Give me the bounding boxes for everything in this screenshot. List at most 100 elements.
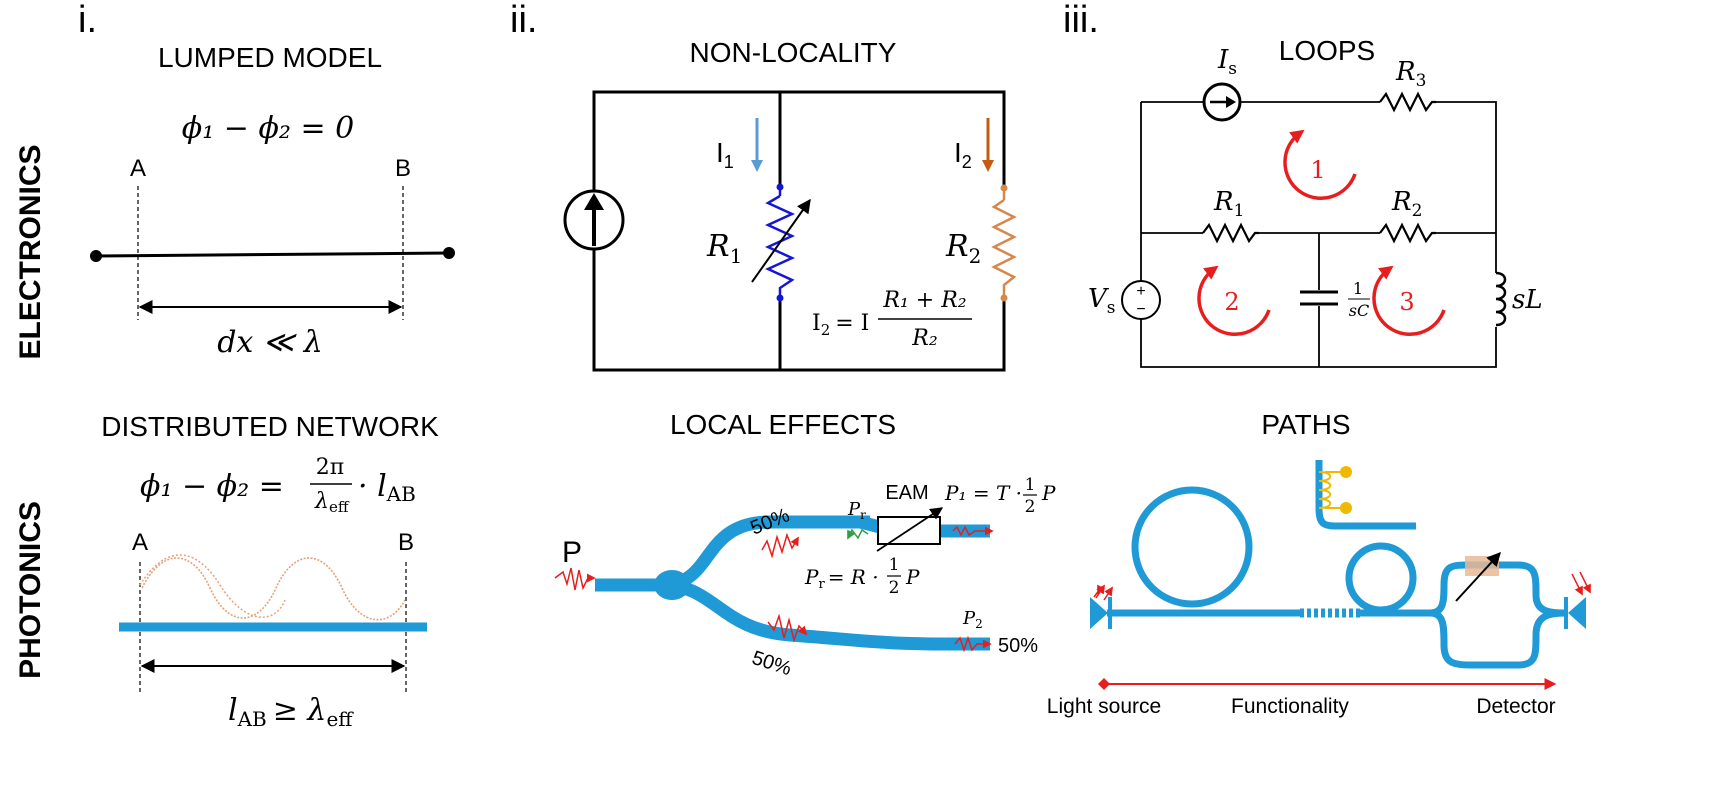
inductor-label: sL [1512,285,1543,315]
pr-half-num: 1 [889,555,900,575]
loop-3-arrow [1372,265,1446,336]
current-source-symbol [563,189,625,251]
source-triangle [1090,597,1108,629]
lumped-wire [95,251,450,258]
split-bottom-squiggle [767,613,808,643]
divider-eq-den: R₂ [911,326,937,351]
panel-i-numeral: i. [78,0,97,41]
distributed-sine-wave [139,554,286,618]
panel-ii-numeral: ii. [510,0,537,41]
eam-label: EAM [885,482,928,504]
dist-eq-right: · lAB [358,469,416,506]
lumped-node-right [443,247,455,259]
distributed-label-b: B [398,529,414,556]
panel-iii: iii. LOOPS Is R3 R1 R2 + − Vs [1047,0,1591,718]
split-top-squiggle [761,532,799,559]
p1-equation: P₁ = T · 1 2 P [944,475,1056,517]
cap-den: sC [1349,301,1369,320]
current-divider-equation: I2= I R₁ + R₂ R₂ [812,288,972,351]
splitter-junction [654,570,690,600]
input-light-squiggle [554,567,596,591]
loops-title: LOOPS [1279,35,1375,66]
dist-eq-left: ϕ₁ − ϕ₂ = [140,469,284,504]
reflected-squiggle [847,528,869,540]
non-locality-title: NON-LOCALITY [690,37,897,68]
split-bottom-percent: 50% [749,647,794,680]
vs-plus: + [1136,283,1145,300]
phase-tuning-arrow [1455,551,1501,602]
resistor-r2 [991,184,1017,302]
pr-equation: Pr= R · 1 2 P [804,555,920,598]
resistor-r2-label: R2 [945,229,981,268]
divider-eq-num: R₁ + R₂ [882,288,966,313]
p1-half-num: 1 [1025,475,1036,495]
functionality-label: Functionality [1231,695,1349,718]
cap-num: 1 [1353,279,1363,298]
vs-label: Vs [1088,284,1116,318]
loop-2-label: 2 [1224,288,1239,316]
resistor-r1-loops [1202,222,1259,244]
r1-loops-label: R1 [1213,187,1244,221]
loop-3-label: 3 [1399,288,1414,316]
resistor-r1-label: R1 [706,229,742,268]
capacitor-impedance-label: 1 sC [1348,279,1370,320]
split-top-percent: 50% [747,504,793,539]
r1-gap [1203,226,1259,240]
reflected-power-label: Pr [847,499,866,522]
capacitor [1300,290,1338,306]
is-label: Is [1217,45,1237,79]
lumped-dimension-label: dx ≪ λ [217,325,323,360]
inductor [1490,271,1507,327]
vs-minus: − [1136,301,1145,318]
local-effects-title: LOCAL EFFECTS [670,409,896,440]
variable-resistor-r1 [751,183,811,302]
p1-eq-end: P [1041,481,1056,505]
lumped-model-title: LUMPED MODEL [158,42,382,73]
lumped-node-left [90,250,102,262]
non-locality-circuit-frame [592,90,1006,372]
distributed-network-title: DISTRIBUTED NETWORK [101,411,439,442]
lumped-label-a: A [130,155,146,182]
loop-1-arrow [1283,129,1357,200]
dist-eq-num: 2π [316,455,344,480]
p1-eq-left: P₁ = T · [944,481,1022,505]
eam-output-squiggle [952,525,994,537]
detector-triangle [1568,597,1586,629]
resistor-r3 [1379,91,1436,113]
detector-label: Detector [1476,695,1555,718]
p2-label: P2 [962,608,983,631]
r3-label: R3 [1395,57,1426,91]
eam-tuning-arrow [876,507,944,552]
pr-eq-left: Pr= R · [804,565,879,592]
side-label-photonics: PHOTONICS [14,501,47,679]
current-i2-label: I2 [954,137,972,172]
distributed-dimension-label: lAB≥ λeff [228,693,354,731]
pr-half-den: 2 [889,578,900,598]
large-ring-resonator [1131,486,1253,608]
p2-output-squiggle [954,635,992,653]
source-emission-arrows [1093,584,1113,601]
mzi-waveguide [1429,561,1566,669]
resistor-r2-loops [1379,222,1436,244]
photonic-circuit [1107,460,1566,669]
panel-i: i. LUMPED MODEL ϕ₁ − ϕ₂ = 0 A B dx ≪ λ D… [78,0,455,731]
r2-gap [1380,226,1436,240]
current-i2-arrowhead [982,160,994,172]
current-i1-arrowhead [751,160,763,172]
output-percent: 50% [998,635,1038,657]
distributed-sine-wave-full [141,557,406,621]
lumped-phase-equation: ϕ₁ − ϕ₂ = 0 [182,111,354,146]
thermal-heater-coil [1318,466,1352,514]
input-power-label: P [562,536,582,569]
current-source-is [1202,82,1242,122]
paths-title: PATHS [1261,409,1350,440]
loops-circuit-wires [1140,101,1497,368]
light-source-label: Light source [1047,695,1161,718]
lumped-label-b: B [395,155,411,182]
distributed-phase-equation: ϕ₁ − ϕ₂ = 2π λeff · lAB [140,455,416,516]
panel-iii-numeral: iii. [1063,0,1099,41]
voltage-source-vs: + − [1121,280,1161,320]
divider-eq-lhs: I2= I [812,311,869,339]
